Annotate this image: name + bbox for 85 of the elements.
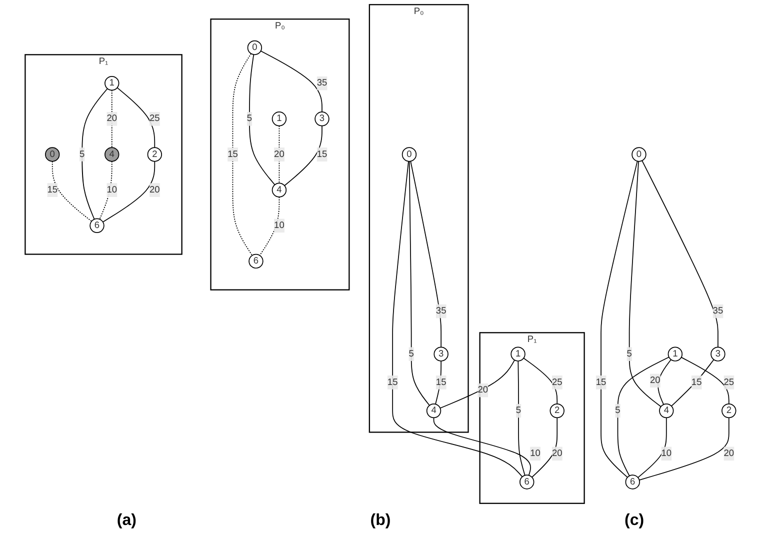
node-circle: 4 <box>104 147 120 162</box>
node-circle: 6 <box>520 474 534 490</box>
edge-label: 20 <box>150 184 160 195</box>
connector <box>617 356 670 476</box>
edge-label: 20 <box>724 448 734 458</box>
node-circle: 2 <box>550 403 564 418</box>
edge-label: 20 <box>552 448 562 458</box>
connector <box>642 160 718 348</box>
connector <box>433 417 532 476</box>
edge-label: 20 <box>106 114 118 124</box>
connector <box>249 54 276 186</box>
node-circle: 4 <box>272 182 287 198</box>
connector <box>658 359 672 405</box>
edge-label: 35 <box>712 306 724 316</box>
connector <box>259 196 280 256</box>
edge-label: 15 <box>436 377 446 388</box>
edge-label: 20 <box>478 385 488 395</box>
panel-caption: (c) <box>624 512 644 530</box>
node-circle: 1 <box>272 112 287 126</box>
edge-label: 5 <box>615 406 620 416</box>
edge-label: 10 <box>274 220 284 230</box>
node-circle: 1 <box>104 76 120 91</box>
edge-label: 20 <box>650 375 660 386</box>
edge-label: 5 <box>626 348 632 359</box>
node-circle: 3 <box>314 112 330 126</box>
connector <box>111 90 112 148</box>
edge-label: 20 <box>274 149 284 160</box>
edge-label: 25 <box>150 114 160 124</box>
connector <box>408 160 430 406</box>
edge-label: 15 <box>691 377 702 388</box>
connector <box>260 50 322 112</box>
node-circle: 0 <box>402 147 417 162</box>
connector <box>440 360 516 409</box>
connector <box>232 53 253 256</box>
node-circle: 2 <box>722 403 736 418</box>
panel-caption: (a) <box>116 512 136 530</box>
edge-label: 15 <box>47 184 58 195</box>
connector <box>102 160 156 222</box>
edge-label: 35 <box>436 306 446 316</box>
node-circle: 3 <box>710 346 726 362</box>
connector <box>638 417 667 478</box>
node-circle: 0 <box>45 147 60 162</box>
connector <box>532 417 558 478</box>
node-circle: 0 <box>247 40 262 56</box>
node-circle: 4 <box>426 403 442 418</box>
connector <box>671 359 714 406</box>
edge-label: 5 <box>408 348 414 359</box>
connector <box>628 160 662 408</box>
connector <box>52 160 92 222</box>
connector <box>638 417 730 480</box>
node-circle: 1 <box>668 346 683 362</box>
connector <box>278 125 280 184</box>
connector <box>518 360 526 476</box>
edge-label: 5 <box>80 149 85 160</box>
edge-label: 15 <box>316 149 328 160</box>
panel-caption: (b) <box>370 512 391 530</box>
connector <box>410 160 442 348</box>
connector <box>82 88 108 220</box>
node-circle: 6 <box>90 218 104 233</box>
connector <box>284 125 322 186</box>
node-circle: 6 <box>248 254 264 269</box>
connector <box>600 160 638 478</box>
edge-label: 5 <box>516 406 522 416</box>
node-circle: 3 <box>434 346 448 362</box>
connector <box>392 160 523 478</box>
edge-label: 10 <box>530 448 540 458</box>
node-circle: 0 <box>632 147 646 162</box>
edge-label: 25 <box>552 377 562 388</box>
connector <box>99 160 112 220</box>
edge-label: 35 <box>316 78 328 88</box>
connector <box>116 87 156 148</box>
edge-label: 15 <box>387 377 398 388</box>
edge-label: 5 <box>246 114 252 124</box>
edge-label: 15 <box>596 377 606 388</box>
node-circle: 4 <box>659 403 674 418</box>
node-circle: 6 <box>625 474 640 490</box>
edge-label: 25 <box>724 377 734 388</box>
connector <box>680 356 730 404</box>
edge-label: 10 <box>106 184 118 195</box>
node-circle: 2 <box>147 147 162 162</box>
connector <box>435 360 442 405</box>
edge-label: 15 <box>228 149 238 160</box>
edge-label: 10 <box>661 448 672 458</box>
node-circle: 1 <box>510 346 526 362</box>
connector <box>523 358 558 404</box>
